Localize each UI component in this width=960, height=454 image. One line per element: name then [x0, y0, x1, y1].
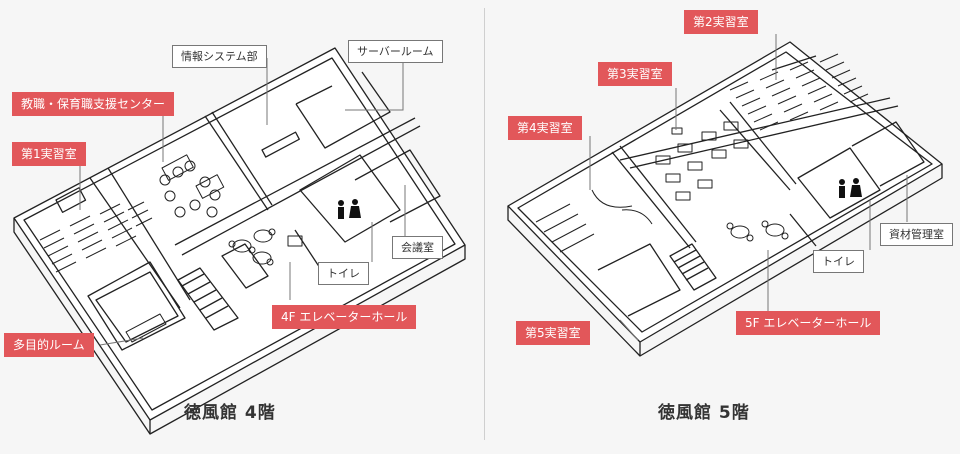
label-server-room: サーバールーム	[348, 40, 443, 63]
label-meeting-room: 会議室	[392, 236, 443, 259]
floor4-plan	[13, 47, 466, 435]
restroom-icon-5f	[839, 178, 862, 198]
label-materials-room: 資材管理室	[880, 223, 953, 246]
label-practice-room-2: 第2実習室	[684, 10, 758, 34]
label-practice-room-3: 第3実習室	[598, 62, 672, 86]
floor4-title: 徳風館 4階	[184, 403, 276, 423]
label-johou-system: 情報システム部	[172, 45, 267, 68]
floor4-panel: 情報システム部 サーバールーム 教職・保育職支援センター 第1実習室 会議室 ト…	[4, 40, 466, 435]
label-elevator-hall-4f: 4F エレベーターホール	[272, 305, 417, 329]
label-toilet-4f: トイレ	[318, 262, 369, 285]
restroom-icon	[338, 199, 361, 219]
label-elevator-hall-5f: 5F エレベーターホール	[736, 311, 881, 335]
panel-divider	[484, 8, 485, 440]
label-practice-room-4: 第4実習室	[508, 116, 582, 140]
floor5-title: 徳風館 5階	[658, 403, 750, 423]
label-kyoushoku-center: 教職・保育職支援センター	[12, 92, 175, 116]
label-practice-room-5: 第5実習室	[516, 321, 590, 345]
label-practice-room-1: 第1実習室	[12, 142, 86, 166]
label-toilet-5f: トイレ	[813, 250, 864, 273]
floor5-plan	[507, 34, 943, 357]
label-multipurpose-room: 多目的ルーム	[4, 333, 94, 357]
floor5-panel: 第2実習室 第3実習室 第4実習室 資材管理室 トイレ 5F エレベーターホール…	[480, 0, 960, 454]
